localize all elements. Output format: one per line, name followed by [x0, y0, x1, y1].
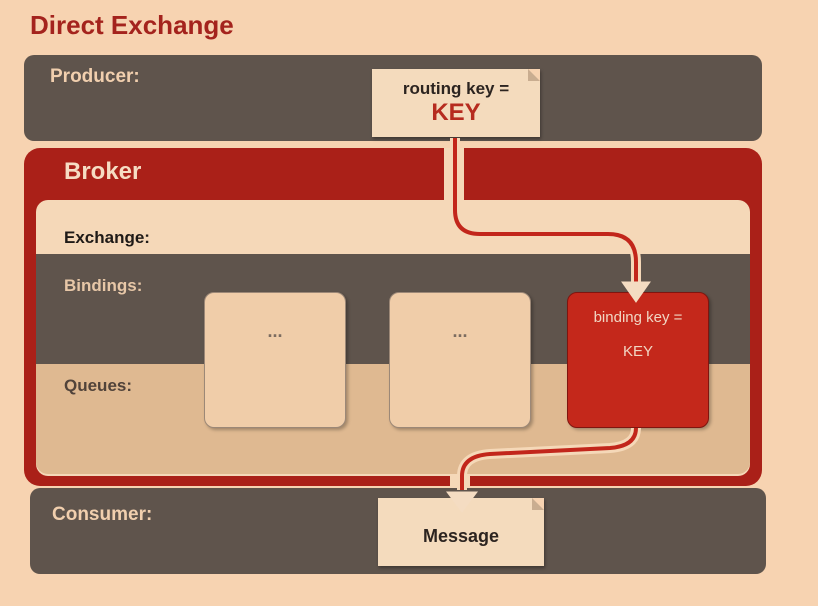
- broker-label: Broker: [64, 158, 142, 185]
- binding-key-label: binding key =: [593, 309, 683, 326]
- delivery-path: [457, 427, 641, 490]
- routing-key-label: routing key =: [402, 79, 510, 98]
- consumer-label: Consumer:: [52, 504, 153, 525]
- binding-key-value: KEY: [622, 343, 653, 360]
- queue-box-2-placeholder: ...: [452, 321, 468, 341]
- queue-box-1-placeholder: ...: [267, 321, 283, 341]
- producer-label: Producer:: [50, 66, 140, 87]
- exchange-label: Exchange:: [64, 228, 150, 247]
- delivery-path-core: [460, 427, 638, 490]
- queue-box-2: ...: [389, 292, 531, 428]
- routing-key-value: KEY: [431, 99, 481, 126]
- routing-arrowhead: [621, 281, 651, 303]
- message-label: Message: [422, 526, 500, 546]
- routing-path: [450, 138, 641, 282]
- routing-key-note: routing key = KEY: [372, 69, 540, 137]
- bindings-label: Bindings:: [64, 276, 143, 295]
- queue-box-1: ...: [204, 292, 346, 428]
- matching-queue-box: binding key = KEY: [567, 292, 709, 428]
- routing-path-core: [453, 138, 638, 282]
- queues-label: Queues:: [64, 376, 133, 395]
- delivery-arrowhead: [446, 491, 478, 513]
- diagram-title: Direct Exchange: [30, 10, 234, 40]
